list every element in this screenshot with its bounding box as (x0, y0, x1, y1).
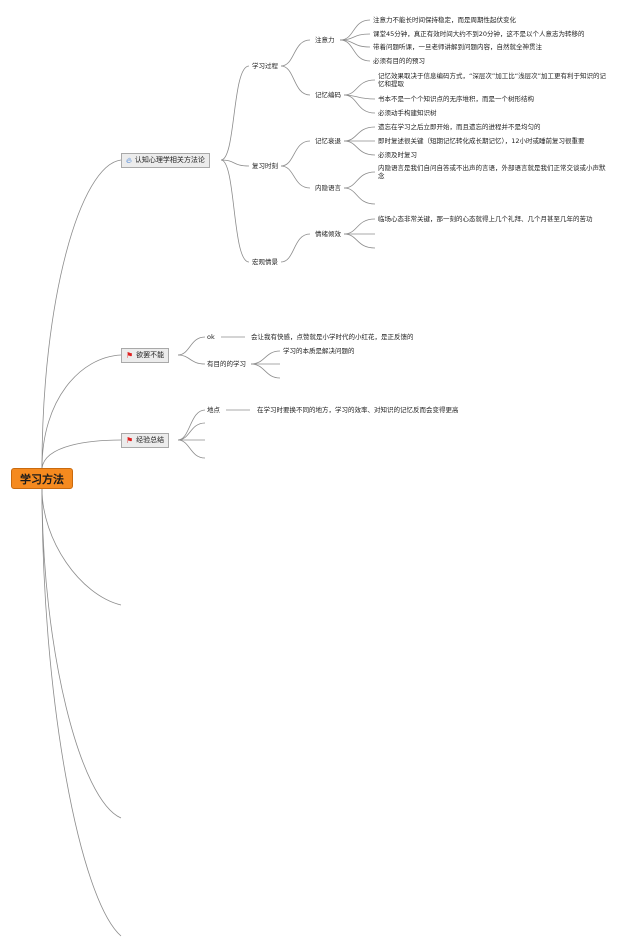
note-encoding-2[interactable]: 书本不是一个个知识点的无序堆积，而是一个树形结构 (378, 95, 534, 103)
note-inner-speech-1[interactable]: 内隐语言是我们自问自答或不出声的言语，外部语言就是我们正常交谈或小声默念 (378, 164, 606, 181)
note-place[interactable]: 在学习时要换不同的地方，学习的效率、对知识的记忆反而会变得更高 (257, 406, 459, 414)
note-attention-1[interactable]: 注意力不能长时间保持稳定，而是周期性起伏变化 (373, 16, 516, 24)
subtopic-memory-encoding[interactable]: 记忆编码 (315, 91, 341, 99)
note-emotion-1[interactable]: 临场心态非常关键，那一刻的心态就得上几个礼拜、几个月甚至几年的苦功 (378, 215, 593, 223)
note-decay-2[interactable]: 即时复述很关键（短期记忆转化成长期记忆），12小时或睡前复习很重要 (378, 137, 585, 145)
topic-label: 认知心理学相关方法论 (134, 156, 205, 164)
subtopic-purposeful-learning[interactable]: 有目的的学习 (207, 360, 246, 368)
topic-cant-stop[interactable]: ⚑欲罢不能 (121, 348, 170, 363)
subtopic-emotion-effect[interactable]: 情绪倾效 (315, 230, 341, 238)
fire-icon: 🔥︎ (126, 156, 132, 165)
topic-label: 经验总结 (136, 436, 165, 444)
topic-cognitive-psychology[interactable]: 🔥︎认知心理学相关方法论 (121, 153, 210, 168)
central-topic[interactable]: 学习方法 (11, 468, 73, 489)
note-attention-2[interactable]: 课堂45分钟，真正有效时间大约不到20分钟，这不是以个人意志为转移的 (373, 30, 585, 38)
note-ok[interactable]: 会让我有快感，点赞就是小学时代的小红花，是正反馈的 (251, 333, 414, 341)
red-flag-icon: ⚑ (126, 351, 134, 360)
note-decay-3[interactable]: 必须及时复习 (378, 151, 417, 159)
note-attention-3[interactable]: 带着问题听课，一旦老师讲解到问题内容，自然就全神贯注 (373, 43, 542, 51)
subtopic-review[interactable]: 复习时刻 (252, 162, 278, 170)
note-purpose-1[interactable]: 学习的本质是解决问题的 (283, 347, 355, 355)
subtopic-attention[interactable]: 注意力 (315, 36, 335, 44)
note-decay-1[interactable]: 遗忘在学习之后立即开始，而且遗忘的进程并不是均匀的 (378, 123, 541, 131)
subtopic-ok[interactable]: ok (207, 333, 215, 341)
subtopic-macro-context[interactable]: 宏观情景 (252, 258, 278, 266)
subtopic-inner-speech[interactable]: 内隐语言 (315, 184, 341, 192)
subtopic-learning-process[interactable]: 学习过程 (252, 62, 278, 70)
note-encoding-3[interactable]: 必须动手构建知识树 (378, 109, 437, 117)
topic-experience-summary[interactable]: ⚑经验总结 (121, 433, 170, 448)
red-flag-icon: ⚑ (126, 436, 134, 445)
note-attention-4[interactable]: 必须有目的的预习 (373, 57, 425, 65)
subtopic-memory-decay[interactable]: 记忆衰退 (315, 137, 341, 145)
subtopic-place[interactable]: 地点 (207, 406, 220, 414)
note-encoding-1[interactable]: 记忆效果取决于信息编码方式，“深层次”加工比“浅层次”加工更有利于知识的记忆和提… (378, 72, 606, 89)
topic-label: 欲罢不能 (136, 351, 165, 359)
